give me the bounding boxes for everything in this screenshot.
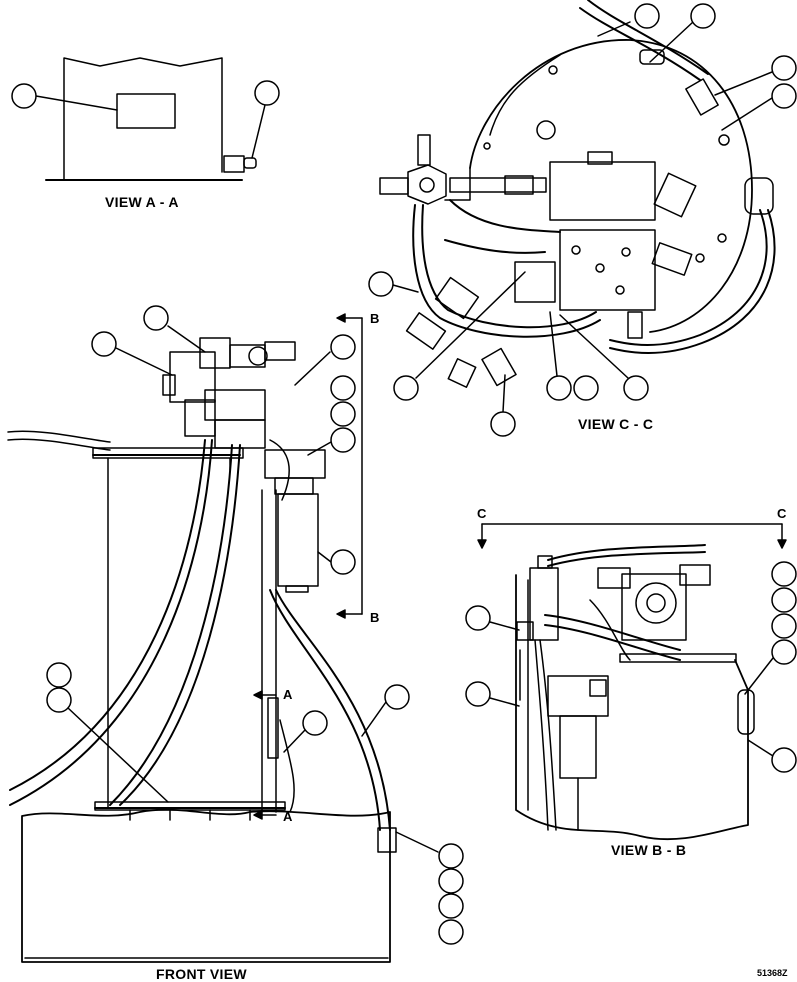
section-mark-b-bottom: B	[370, 610, 380, 625]
callout-bubble	[771, 747, 797, 773]
callout-bubble	[384, 684, 410, 710]
callout-bubble	[302, 710, 328, 736]
callout-bubble	[46, 662, 72, 688]
front-view-label: FRONT VIEW	[156, 966, 247, 982]
callout-bubble	[690, 3, 716, 29]
view-b-b-label: VIEW B - B	[611, 842, 687, 858]
callout-bubble	[330, 334, 356, 360]
callout-bubble	[546, 375, 572, 401]
figure-number: 51368Z	[757, 968, 788, 978]
callout-bubble	[771, 587, 797, 613]
callout-bubble	[330, 549, 356, 575]
section-mark-c-right: C	[777, 506, 787, 521]
view-c-drawing	[379, 0, 776, 388]
callout-bubble	[46, 687, 72, 713]
front-view-callouts	[46, 305, 464, 945]
callout-bubble	[438, 868, 464, 894]
callout-bubble	[771, 83, 797, 109]
callout-bubble	[393, 375, 419, 401]
callout-bubble	[330, 401, 356, 427]
callout-bubble	[438, 919, 464, 945]
callout-bubble	[465, 681, 491, 707]
callout-bubble	[573, 375, 599, 401]
callout-bubble	[254, 80, 280, 106]
callout-bubble	[438, 843, 464, 869]
view-a-drawing	[45, 57, 257, 181]
callout-bubble	[465, 605, 491, 631]
callout-bubble	[771, 639, 797, 665]
callout-bubble	[330, 375, 356, 401]
section-mark-c-left: C	[477, 506, 487, 521]
callout-bubble	[368, 271, 394, 297]
callout-bubble	[91, 331, 117, 357]
callout-bubble	[490, 411, 516, 437]
section-mark-a-bottom: A	[283, 809, 293, 824]
callout-bubble	[771, 613, 797, 639]
front-view-drawing	[7, 313, 397, 963]
view-a-callouts	[11, 80, 280, 159]
callout-bubble	[771, 55, 797, 81]
section-mark-b-top: B	[370, 311, 380, 326]
callout-bubble	[11, 83, 37, 109]
section-mark-a-top: A	[283, 687, 293, 702]
callout-bubble	[438, 893, 464, 919]
view-c-callouts	[368, 3, 797, 437]
callout-bubble	[330, 427, 356, 453]
callout-bubble	[623, 375, 649, 401]
view-a-a-label: VIEW A - A	[105, 194, 179, 210]
callout-bubble	[771, 561, 797, 587]
callout-bubble	[143, 305, 169, 331]
view-b-callouts	[465, 561, 797, 773]
callout-bubble	[634, 3, 660, 29]
view-b-drawing	[477, 523, 787, 841]
view-c-c-label: VIEW C - C	[578, 416, 654, 432]
